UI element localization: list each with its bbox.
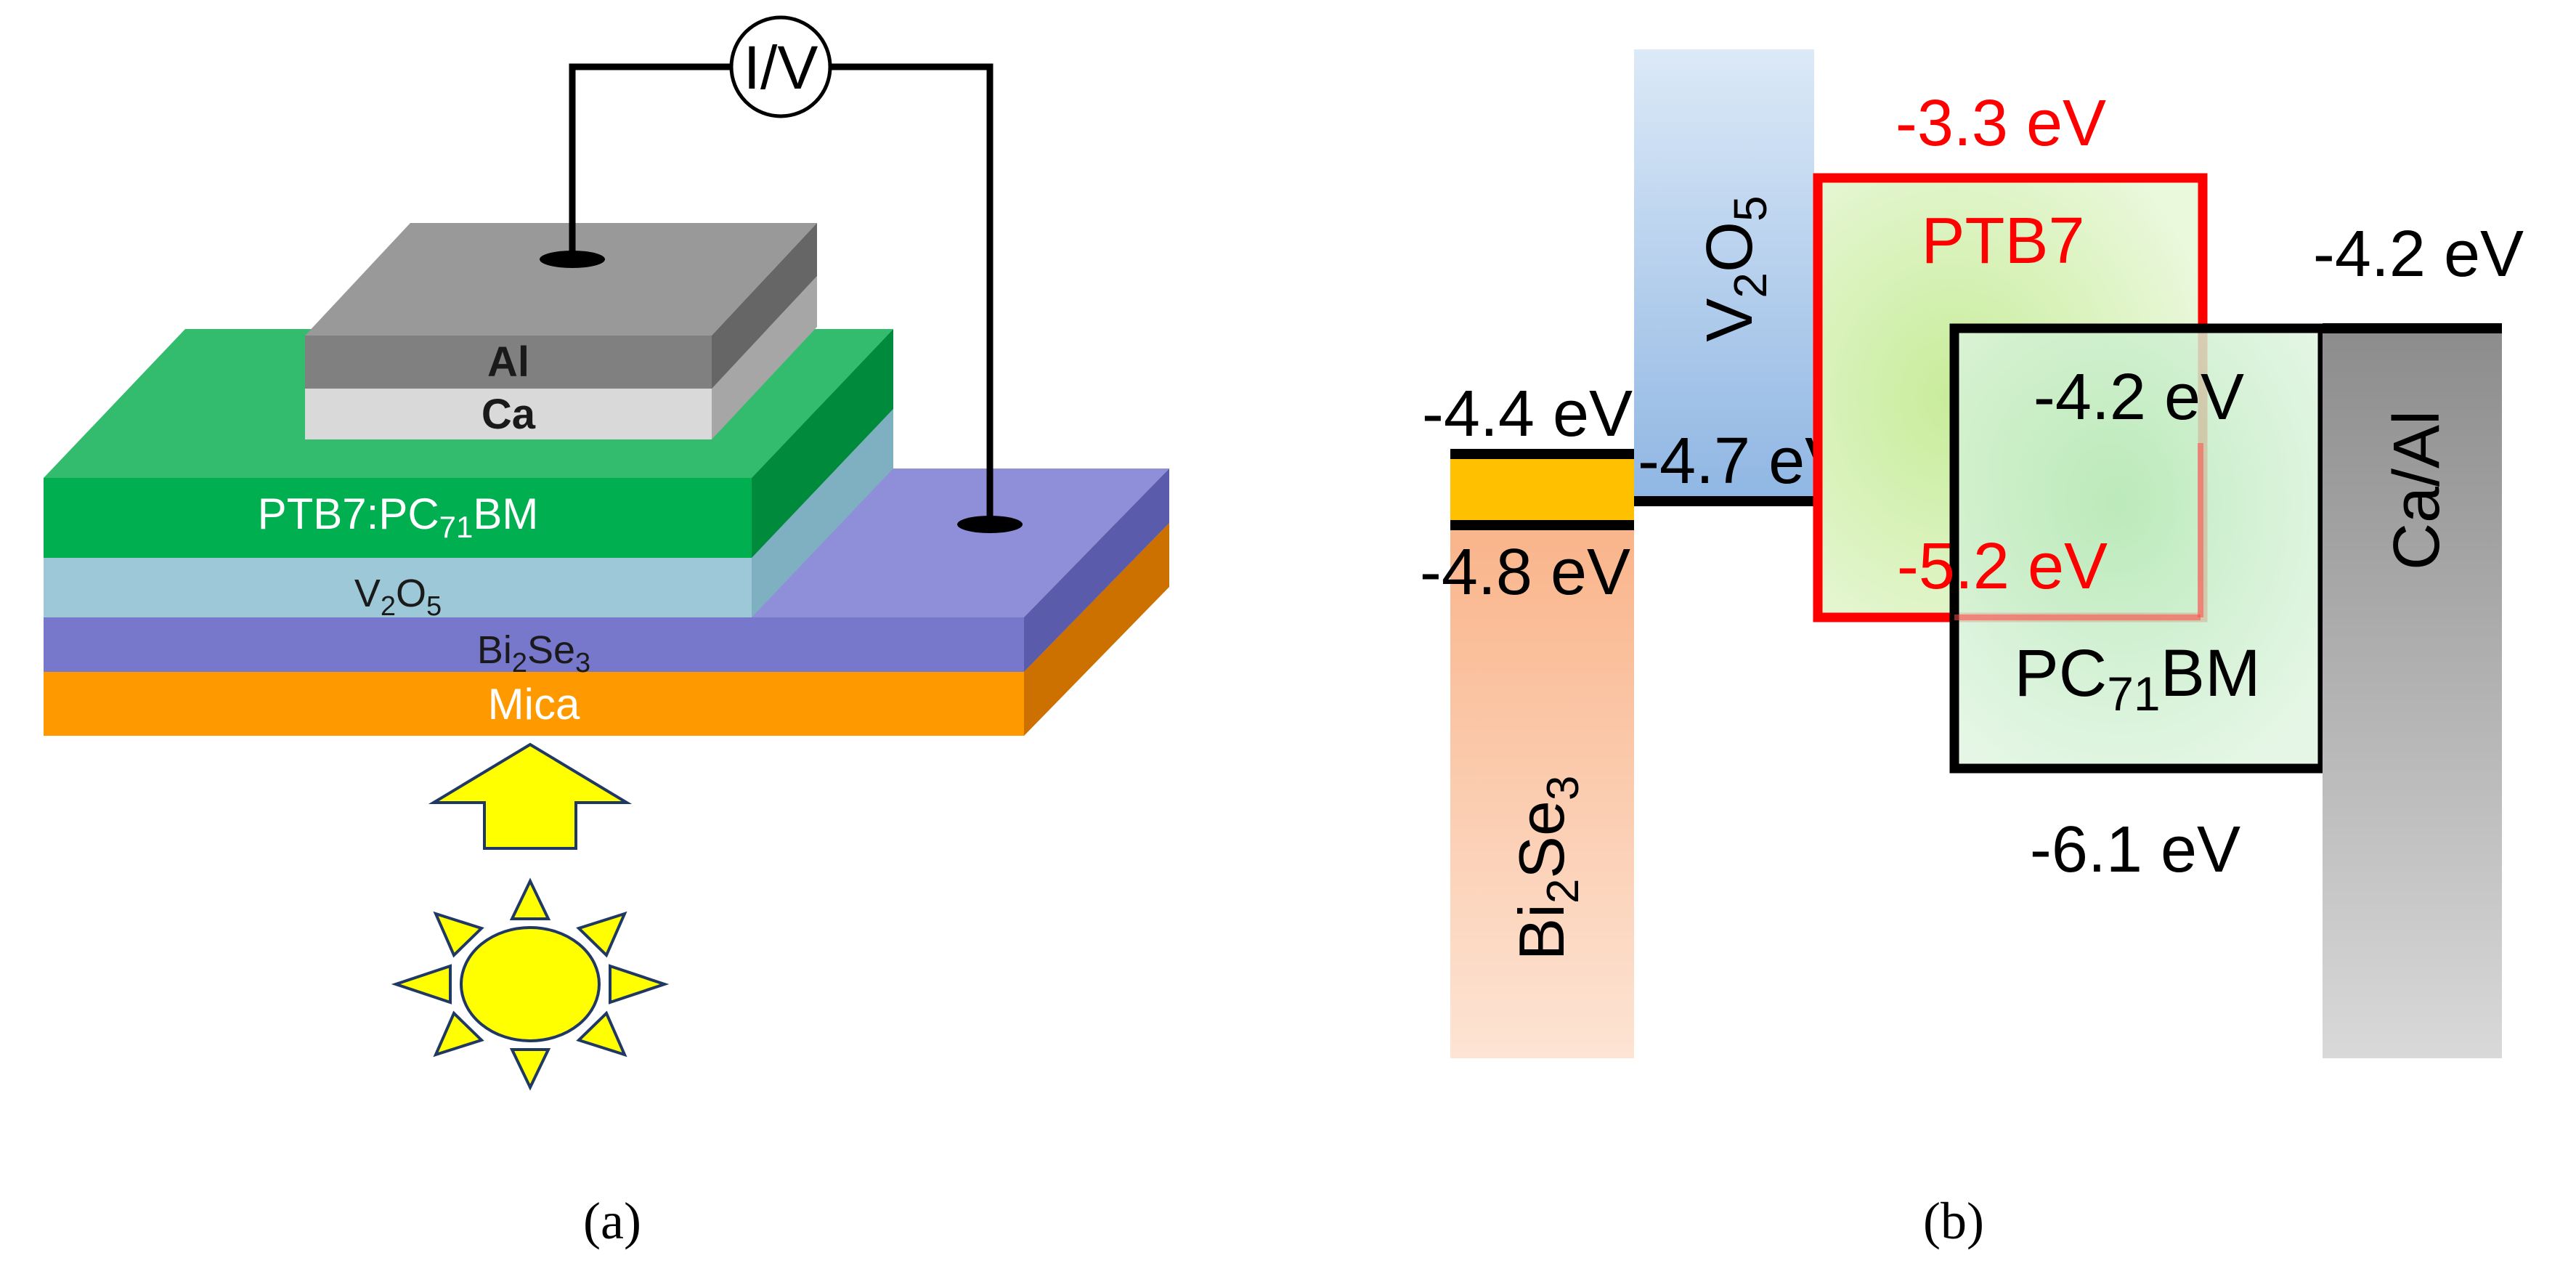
bi2se3-layer-label: Bi2Se3 (477, 628, 590, 678)
iv-meter-label: I/V (744, 33, 818, 102)
bi2se3-top-level: -4.4 eV (1422, 378, 1633, 450)
pc71bm-lumo-level: -4.2 eV (2033, 361, 2244, 434)
ptb7-lumo-level: -3.3 eV (1896, 87, 2106, 160)
al-label: Al (487, 338, 529, 386)
mica-label: Mica (488, 680, 580, 729)
ptb7-label: PTB7 (1921, 205, 2084, 277)
active-layer-label: PTB7:PC71BM (258, 490, 539, 544)
bi2se3-band-column: Bi2Se3 -4.4 eV -4.8 eV (1420, 378, 1634, 1058)
pc71bm-homo-level: -6.1 eV (2030, 814, 2240, 886)
pc71bm-label: PC71BM (2014, 636, 2260, 721)
v2o5-band-column: V2O5 -4.7 eV (1634, 49, 1848, 506)
al-contact (540, 251, 605, 268)
pc71bm-box: -4.2 eV PC71BM -6.1 eV (1949, 323, 2328, 886)
sun-icon (391, 877, 670, 1091)
ptb7-homo-level: -5.2 eV (1897, 530, 2108, 603)
iv-meter: I/V (729, 15, 832, 118)
bi2se3-contact (957, 516, 1023, 533)
caption-a: (a) (583, 1192, 641, 1250)
v2o5-band-label: V2O5 (1694, 195, 1776, 341)
ca-label: Ca (482, 391, 536, 438)
caal-level: -4.2 eV (2313, 218, 2524, 291)
caal-band-column: Ca/Al -4.2 eV (2313, 218, 2524, 1058)
circuit-wires (569, 63, 994, 523)
al-layer: Al (305, 223, 817, 389)
caption-b: (b) (1923, 1192, 1984, 1250)
bi2se3-bottom-level: -4.8 eV (1420, 536, 1630, 609)
energy-level-diagram: Bi2Se3 -4.4 eV -4.8 eV V2O5 -4.7 eV PTB7… (1420, 49, 2524, 1250)
light-arrow-icon (428, 742, 633, 850)
caal-label: Ca/Al (2381, 410, 2453, 570)
bi2se3-band-label: Bi2Se3 (1506, 776, 1588, 961)
device-schematic: Mica Bi2Se3 V2O5 PTB7:PC71BM (44, 15, 1169, 1250)
v2o5-layer-label: V2O5 (354, 572, 442, 622)
